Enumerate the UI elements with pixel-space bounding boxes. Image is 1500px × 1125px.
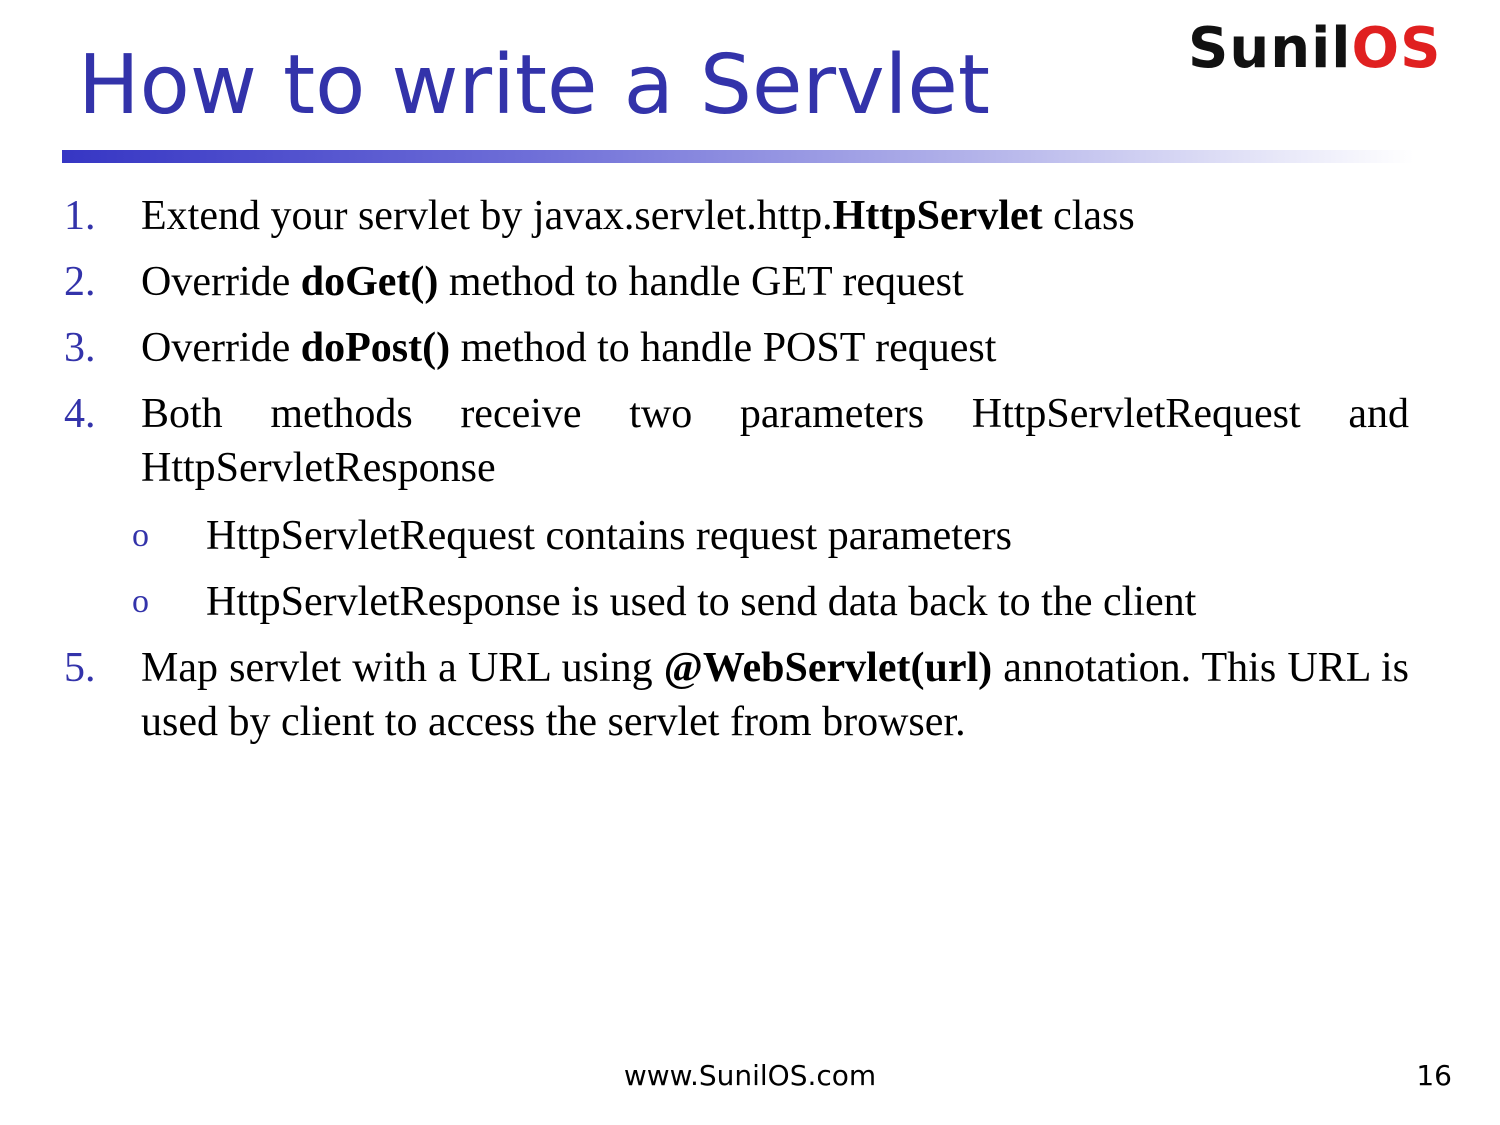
bold-term: doGet() bbox=[300, 259, 439, 305]
item-text: Override doGet() method to handle GET re… bbox=[141, 259, 964, 305]
sub-bullet: o bbox=[132, 583, 149, 620]
bold-term: HttpServlet bbox=[832, 193, 1043, 239]
item-text: Map servlet with a URL using @WebServlet… bbox=[141, 645, 1409, 745]
item-number: 5. bbox=[64, 645, 96, 691]
item-text: Override doPost() method to handle POST … bbox=[141, 325, 997, 371]
bold-term: @WebServlet(url) bbox=[663, 645, 993, 691]
sub-item-text: HttpServletResponse is used to send data… bbox=[206, 579, 1197, 625]
item-number: 3. bbox=[64, 325, 96, 371]
sunilos-logo: SunilOS bbox=[1188, 16, 1441, 82]
footer-url: www.SunilOS.com bbox=[623, 1059, 877, 1092]
logo-text-sunil: Sunil bbox=[1188, 16, 1352, 81]
logo-text-os: OS bbox=[1351, 16, 1442, 81]
item-number: 2. bbox=[64, 259, 96, 305]
sub-bullet: o bbox=[132, 517, 149, 554]
bold-term: doPost() bbox=[300, 325, 451, 371]
item-text: Both methods receive two parameters Http… bbox=[141, 391, 1409, 491]
item-number: 1. bbox=[64, 193, 96, 239]
item-number: 4. bbox=[64, 391, 96, 437]
page-number: 16 bbox=[1416, 1059, 1452, 1092]
sub-item-text: HttpServletRequest contains request para… bbox=[206, 513, 1012, 559]
title-divider bbox=[62, 150, 1414, 163]
item-text: Extend your servlet by javax.servlet.htt… bbox=[141, 193, 1135, 239]
slide-title: How to write a Servlet bbox=[78, 38, 991, 133]
